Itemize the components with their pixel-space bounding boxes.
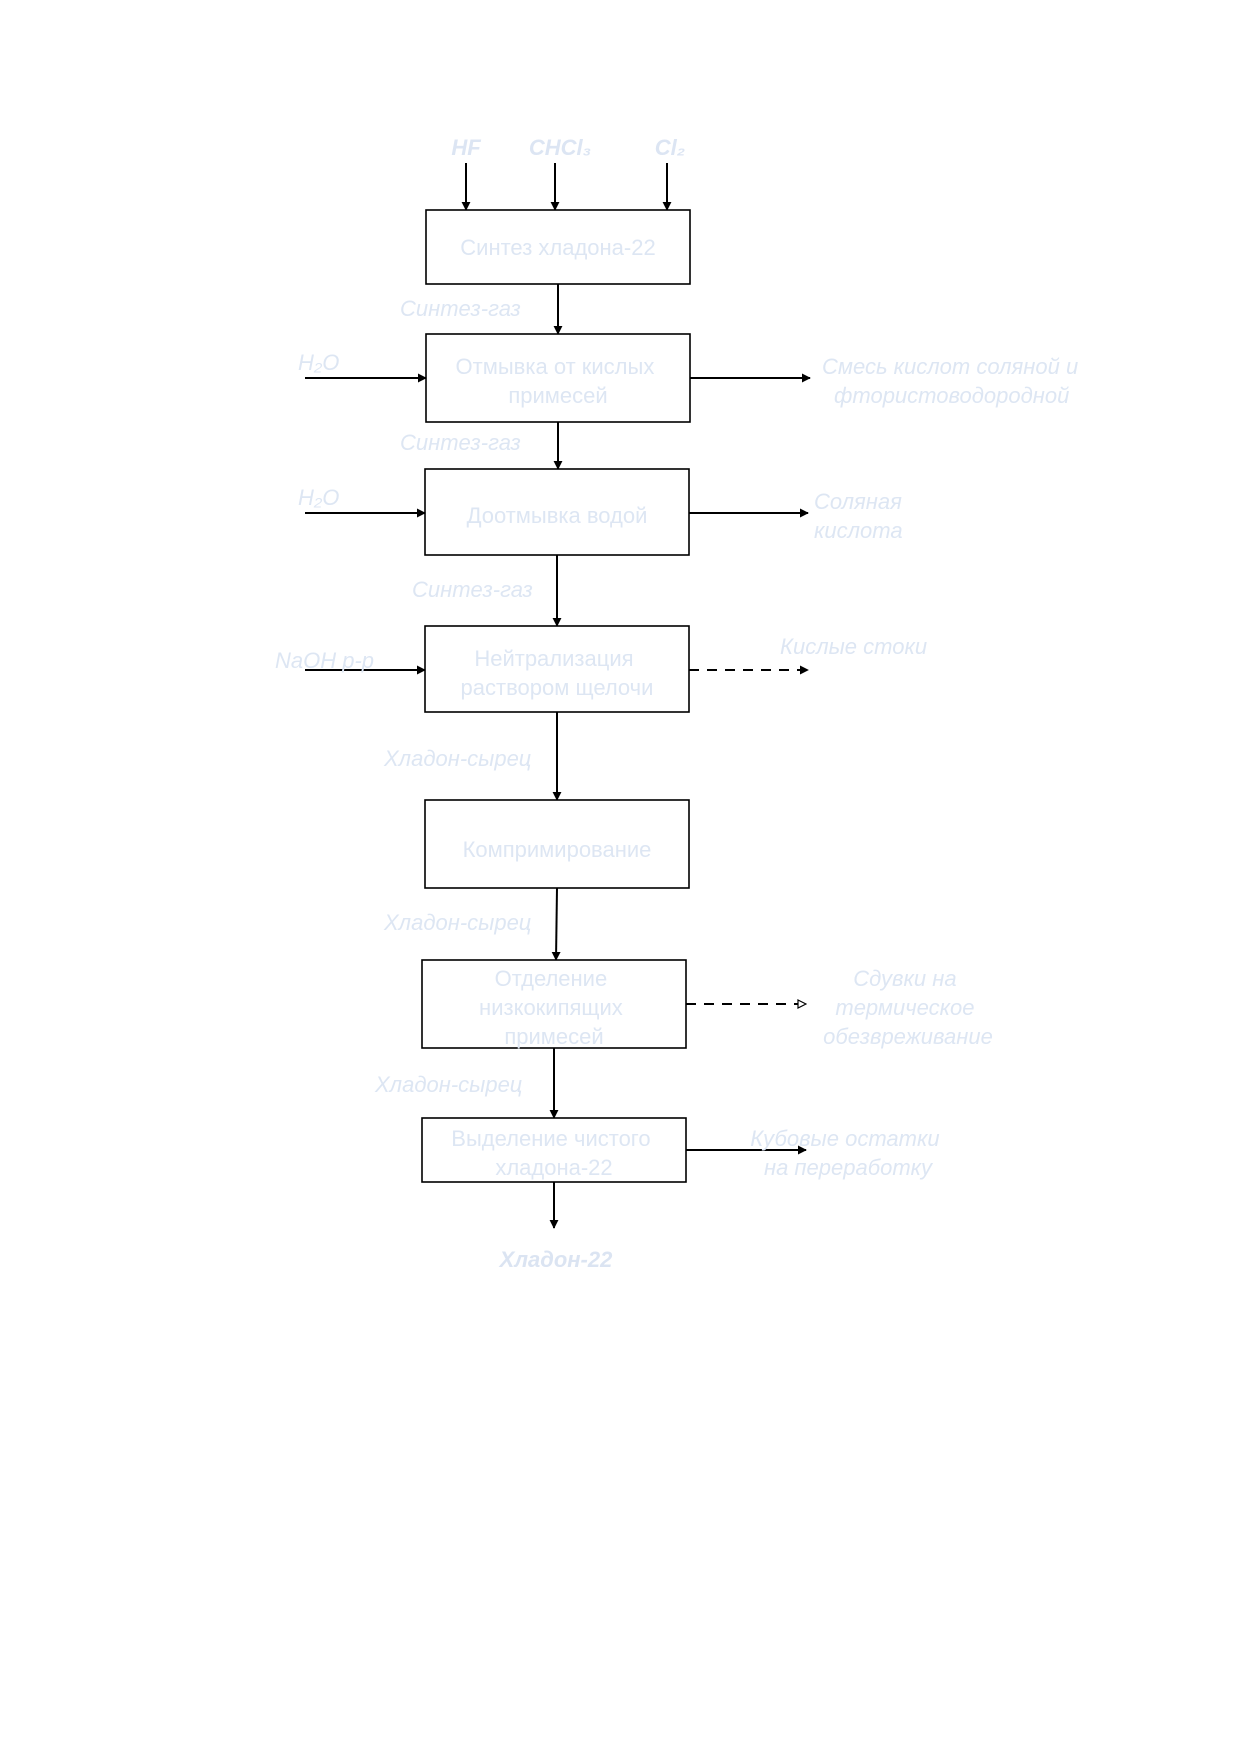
- flow-label-raw-3: Хладон-сырец: [374, 1072, 522, 1097]
- input-label-water-2: H₂O: [298, 485, 339, 510]
- flow-arrow-raw-2: [551, 887, 561, 961]
- flow-label-raw-1: Хладон-сырец: [383, 746, 531, 771]
- box-neutralization: [424, 625, 690, 713]
- box-compression: [424, 799, 690, 889]
- output-label-acid-waste: Кислые стоки: [780, 634, 927, 659]
- flow-label-syngas-2: Синтез-газ: [400, 430, 521, 455]
- box-synthesis: [425, 209, 691, 285]
- box-synthesis-label: Синтез хладона-22: [460, 235, 655, 260]
- output-label-purge: Сдувки на термическое обезвреживание: [823, 966, 993, 1049]
- output-label-hcl: Соляная кислота: [814, 489, 908, 543]
- flow-label-raw-2: Хладон-сырец: [383, 910, 531, 935]
- feed-label-chcl3: CHCl₃: [529, 135, 591, 160]
- product-label: Хладон-22: [498, 1247, 613, 1272]
- box-acid-wash-label: Отмывка от кислых примесей: [456, 354, 661, 408]
- box-pure-isolation-label: Выделение чистого хладона-22: [451, 1126, 656, 1180]
- box-low-boiling-separation: [421, 959, 687, 1049]
- flow-label-syngas-1: Синтез-газ: [400, 296, 521, 321]
- box-pure-isolation: [421, 1117, 687, 1183]
- box-low-boiling-label: Отделение низкокипящих примесей: [479, 966, 629, 1049]
- box-water-wash-label: Доотмывка водой: [467, 503, 648, 528]
- box-compression-label: Компримирование: [463, 837, 652, 862]
- output-label-bottoms: Кубовые остатки на переработку: [750, 1126, 945, 1180]
- feed-label-hf: HF: [451, 135, 481, 160]
- flow-label-syngas-3: Синтез-газ: [412, 577, 533, 602]
- output-label-acid-mix: Смесь кислот соляной и фтористоводородно…: [822, 354, 1084, 408]
- box-water-wash: [424, 468, 690, 556]
- feed-label-cl2: Cl₂: [655, 135, 685, 160]
- box-neutralization-label: Нейтрализация раствором щелочи: [461, 646, 654, 700]
- input-label-naoh: NaOH р-р: [275, 648, 374, 673]
- input-label-water-1: H₂O: [298, 350, 339, 375]
